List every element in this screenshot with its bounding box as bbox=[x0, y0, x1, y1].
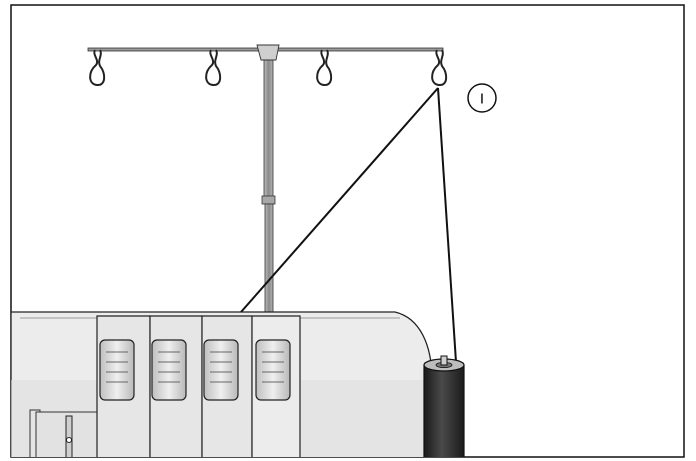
tension-dial-icon bbox=[203, 339, 239, 401]
tension-dial-icon bbox=[255, 339, 291, 401]
thread-stand-pole-lower bbox=[264, 203, 274, 317]
callout-label: I bbox=[480, 91, 484, 108]
thread-guide-loop-icon bbox=[205, 49, 222, 86]
machine-lever-screw bbox=[66, 437, 72, 443]
thread-stand-pole bbox=[263, 59, 274, 201]
tension-dial-icon bbox=[99, 339, 135, 401]
spool-body bbox=[423, 364, 465, 457]
thread-guide-loop-icon bbox=[89, 49, 106, 86]
thread-stand bbox=[87, 44, 448, 317]
callout-circle bbox=[467, 83, 497, 113]
thread-stand-cap bbox=[256, 44, 280, 61]
tension-dial-icon bbox=[151, 339, 187, 401]
thread-line-to-spool bbox=[437, 87, 457, 363]
tension-dials bbox=[99, 339, 291, 401]
thread-stand-pole-joint bbox=[261, 195, 276, 205]
thread-spool-icon bbox=[423, 355, 465, 457]
thread-guide-loop-icon bbox=[316, 49, 333, 86]
thread-line-to-machine bbox=[240, 87, 439, 313]
spool-peg bbox=[440, 355, 448, 366]
thread-guide-loop-icon bbox=[431, 49, 448, 86]
thread-paths bbox=[240, 87, 457, 363]
callout: I bbox=[467, 83, 497, 113]
machine-lever bbox=[65, 415, 73, 457]
